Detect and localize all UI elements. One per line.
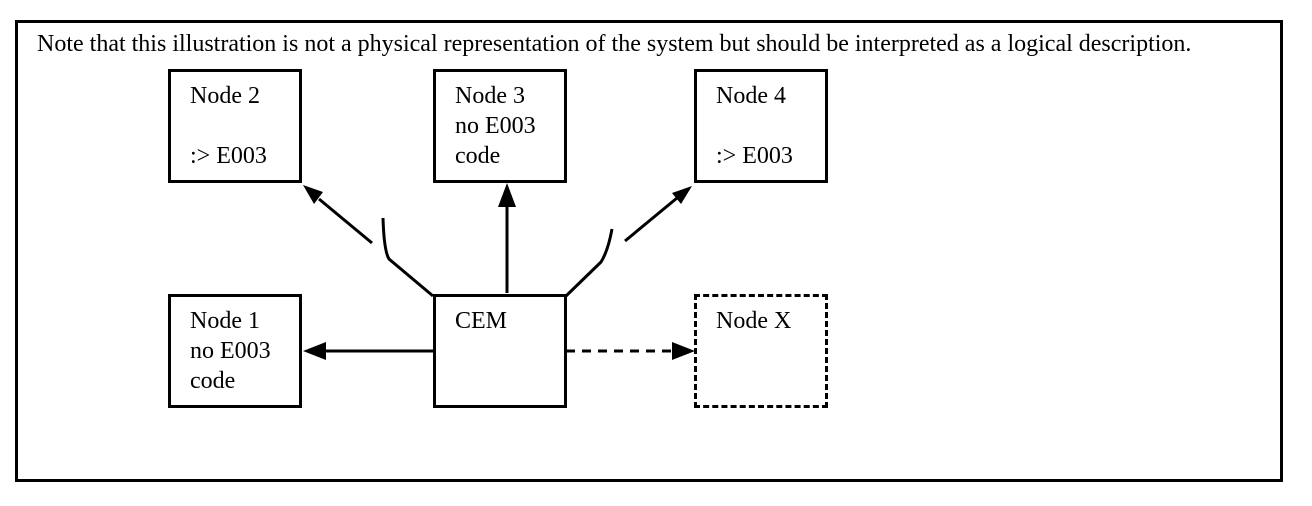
node-2-title: Node 2	[190, 83, 260, 109]
node-x-title: Node X	[716, 308, 792, 334]
node-1-line2: no E003	[190, 338, 271, 364]
node-3-title: Node 3	[455, 83, 525, 109]
diagram-border	[15, 20, 1283, 482]
node-4-value: :> E003	[716, 143, 793, 169]
node-1-box: Node 1 no E003 code	[168, 294, 302, 408]
note-text: Note that this illustration is not a phy…	[37, 31, 1192, 57]
cem-title: CEM	[455, 308, 508, 334]
node-1-line3: code	[190, 368, 236, 394]
node-4-title: Node 4	[716, 83, 786, 109]
cem-box: CEM	[433, 294, 567, 408]
node-x-box: Node X	[694, 294, 828, 408]
node-2-spacer	[190, 111, 295, 141]
node-2-box: Node 2 :> E003	[168, 69, 302, 183]
node-2-value: :> E003	[190, 143, 267, 169]
node-3-line2: no E003	[455, 113, 536, 139]
node-1-title: Node 1	[190, 308, 260, 334]
node-4-spacer	[716, 111, 821, 141]
node-3-box: Node 3 no E003 code	[433, 69, 567, 183]
node-3-line3: code	[455, 143, 501, 169]
node-4-box: Node 4 :> E003	[694, 69, 828, 183]
